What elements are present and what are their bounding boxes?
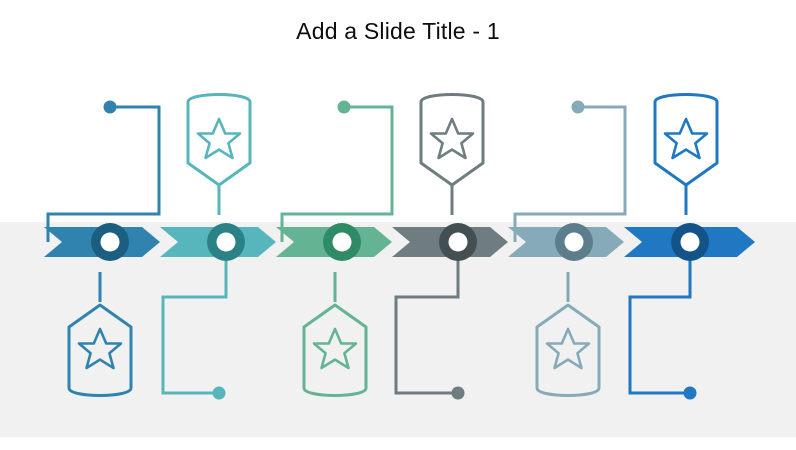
page-title: Add a Slide Title - 1 — [296, 18, 500, 44]
connector-6 — [628, 242, 697, 400]
badge-bottom-3 — [302, 303, 368, 397]
connector-dot-2 — [212, 386, 226, 400]
timeline-node-3 — [323, 223, 361, 261]
badges-bottom — [67, 303, 601, 397]
connector-3 — [280, 100, 394, 242]
timeline-node-2 — [207, 223, 245, 261]
star-icon — [312, 327, 358, 370]
badge-stems — [98, 185, 688, 302]
badge-top-6 — [653, 93, 719, 187]
badge-bottom-5 — [535, 303, 601, 397]
badge-top-4 — [419, 93, 485, 187]
star-icon — [196, 117, 242, 160]
badge-top-2 — [186, 93, 252, 187]
badge-bottom-1 — [67, 303, 133, 397]
timeline-nodes — [91, 223, 709, 261]
connector-dot-3 — [337, 100, 351, 114]
star-icon — [545, 327, 591, 370]
connector-dot-6 — [683, 386, 697, 400]
connector-1 — [46, 100, 161, 242]
timeline-node-5 — [555, 223, 593, 261]
timeline-node-1 — [91, 223, 129, 261]
connector-dot-5 — [571, 100, 585, 114]
timeline-node-6 — [671, 223, 709, 261]
background-band — [0, 222, 796, 437]
star-icon — [429, 117, 475, 160]
star-icon — [663, 117, 709, 160]
connector-4 — [394, 242, 465, 400]
badges-top — [186, 93, 719, 187]
connector-lines — [46, 100, 697, 400]
timeline-node-4 — [439, 223, 477, 261]
chevron-bar — [44, 227, 755, 257]
connector-dot-4 — [451, 386, 465, 400]
connector-5 — [513, 100, 627, 242]
connector-2 — [161, 242, 228, 400]
connector-dot-1 — [103, 100, 117, 114]
star-icon — [77, 327, 123, 370]
